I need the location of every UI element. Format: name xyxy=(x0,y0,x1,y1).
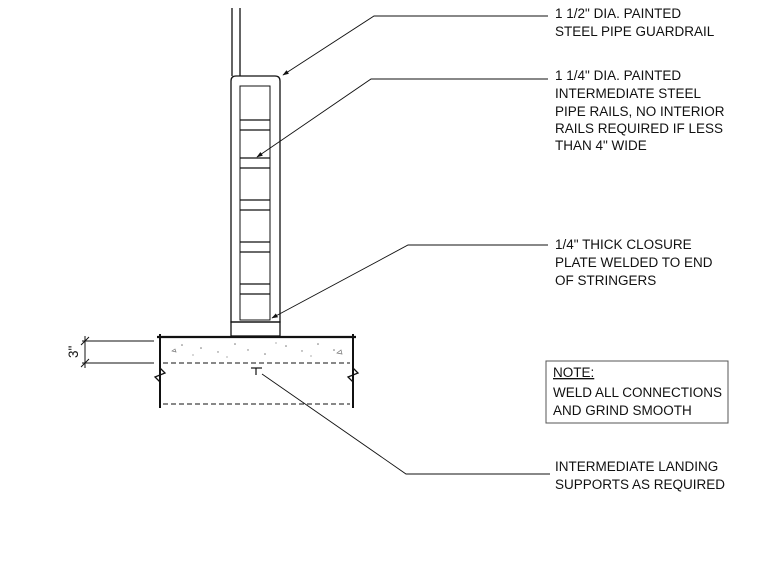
callout-line: 1/4" THICK CLOSURE xyxy=(555,237,692,252)
callout-line: THAN 4" WIDE xyxy=(555,138,647,153)
concrete-hatch xyxy=(171,342,343,358)
callout-line: OF STRINGERS xyxy=(555,273,656,288)
note-line: WELD ALL CONNECTIONS xyxy=(553,385,722,400)
callout-line: PIPE RAILS, NO INTERIOR xyxy=(555,104,725,119)
intermediate-rails-callout: 1 1/4" DIA. PAINTED INTERMEDIATE STEEL P… xyxy=(555,68,728,153)
callout-line: 1 1/2" DIA. PAINTED xyxy=(555,6,681,21)
landing-supports-callout: INTERMEDIATE LANDING SUPPORTS AS REQUIRE… xyxy=(555,459,725,492)
guardrail-post xyxy=(230,8,281,337)
landing-slab xyxy=(153,334,360,408)
note-line: AND GRIND SMOOTH xyxy=(553,403,692,418)
callout-line: PLATE WELDED TO END xyxy=(555,255,713,270)
dimension-3in xyxy=(80,336,154,368)
callout-line: RAILS REQUIRED IF LESS xyxy=(555,121,723,136)
dimension-label: 3" xyxy=(66,345,81,358)
callout-line: INTERMEDIATE STEEL xyxy=(555,86,702,101)
callout-line: SUPPORTS AS REQUIRED xyxy=(555,477,725,492)
note-title: NOTE: xyxy=(553,365,594,380)
support-tee-section xyxy=(251,367,262,375)
callout-line: STEEL PIPE GUARDRAIL xyxy=(555,24,715,39)
callout-line: 1 1/4" DIA. PAINTED xyxy=(555,68,681,83)
closure-plate-callout: 1/4" THICK CLOSURE PLATE WELDED TO END O… xyxy=(555,237,716,288)
leader-lines xyxy=(256,15,550,475)
guardrail-callout: 1 1/2" DIA. PAINTED STEEL PIPE GUARDRAIL xyxy=(555,6,715,39)
note-body: WELD ALL CONNECTIONS AND GRIND SMOOTH xyxy=(553,385,726,418)
note-box xyxy=(545,360,729,424)
callout-line: INTERMEDIATE LANDING xyxy=(555,459,718,474)
